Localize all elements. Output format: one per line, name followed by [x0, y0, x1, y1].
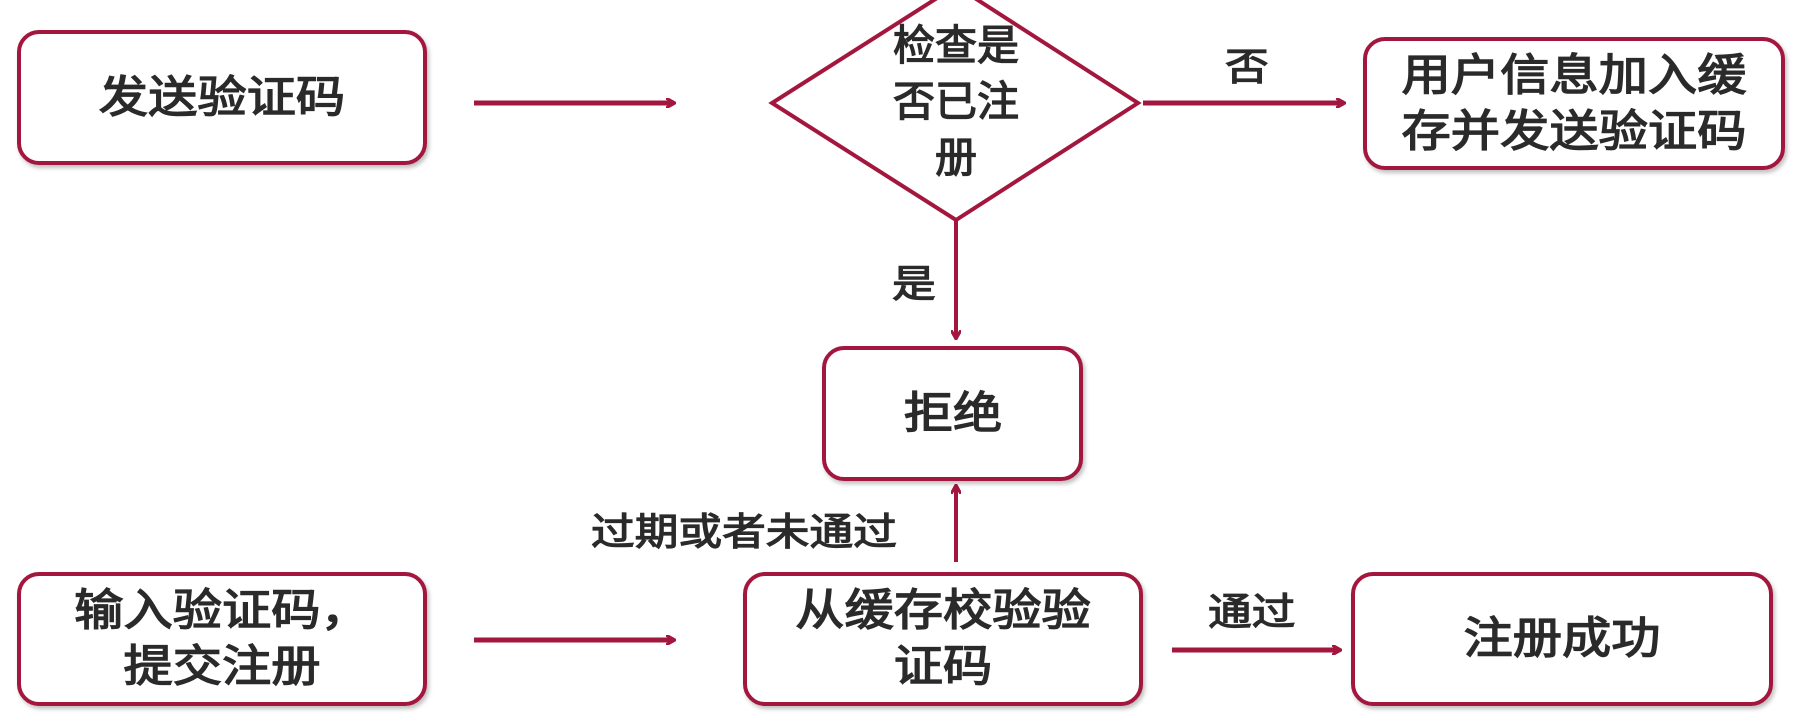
node-send-code: 发送验证码 [17, 30, 427, 165]
node-label: 输入验证码， 提交注册 [74, 583, 370, 695]
check-registered-label: 检查是 否已注 册 [876, 18, 1036, 186]
node-reject: 拒绝 [822, 346, 1083, 481]
diamond-line: 册 [934, 133, 977, 182]
node-line: 证码 [893, 641, 993, 692]
diamond-line: 检查是 [892, 21, 1019, 70]
node-line: 提交注册 [123, 641, 321, 692]
node-line: 输入验证码， [74, 585, 370, 636]
node-label: 拒绝 [903, 387, 1002, 439]
node-line: 从缓存校验验 [795, 585, 1091, 636]
diamond-line: 否已注 [892, 77, 1019, 126]
node-input-code: 输入验证码， 提交注册 [17, 572, 427, 706]
node-line: 存并发送验证码 [1401, 105, 1747, 157]
node-label: 用户信息加入缓 存并发送验证码 [1402, 48, 1747, 160]
edge-label-passed: 通过 [1208, 590, 1296, 634]
edge-label-yes: 是 [892, 262, 936, 306]
node-verify-cache: 从缓存校验验 证码 [743, 572, 1143, 706]
node-label: 注册成功 [1463, 613, 1661, 664]
node-line: 用户信息加入缓 [1401, 49, 1747, 101]
edge-label-expired-or-failed: 过期或者未通过 [591, 510, 897, 554]
node-cache-and-send: 用户信息加入缓 存并发送验证码 [1363, 37, 1785, 170]
edge-label-no: 否 [1225, 45, 1269, 89]
node-register-success: 注册成功 [1351, 572, 1773, 706]
node-label: 从缓存校验验 证码 [795, 583, 1091, 695]
node-label: 发送验证码 [98, 71, 346, 123]
